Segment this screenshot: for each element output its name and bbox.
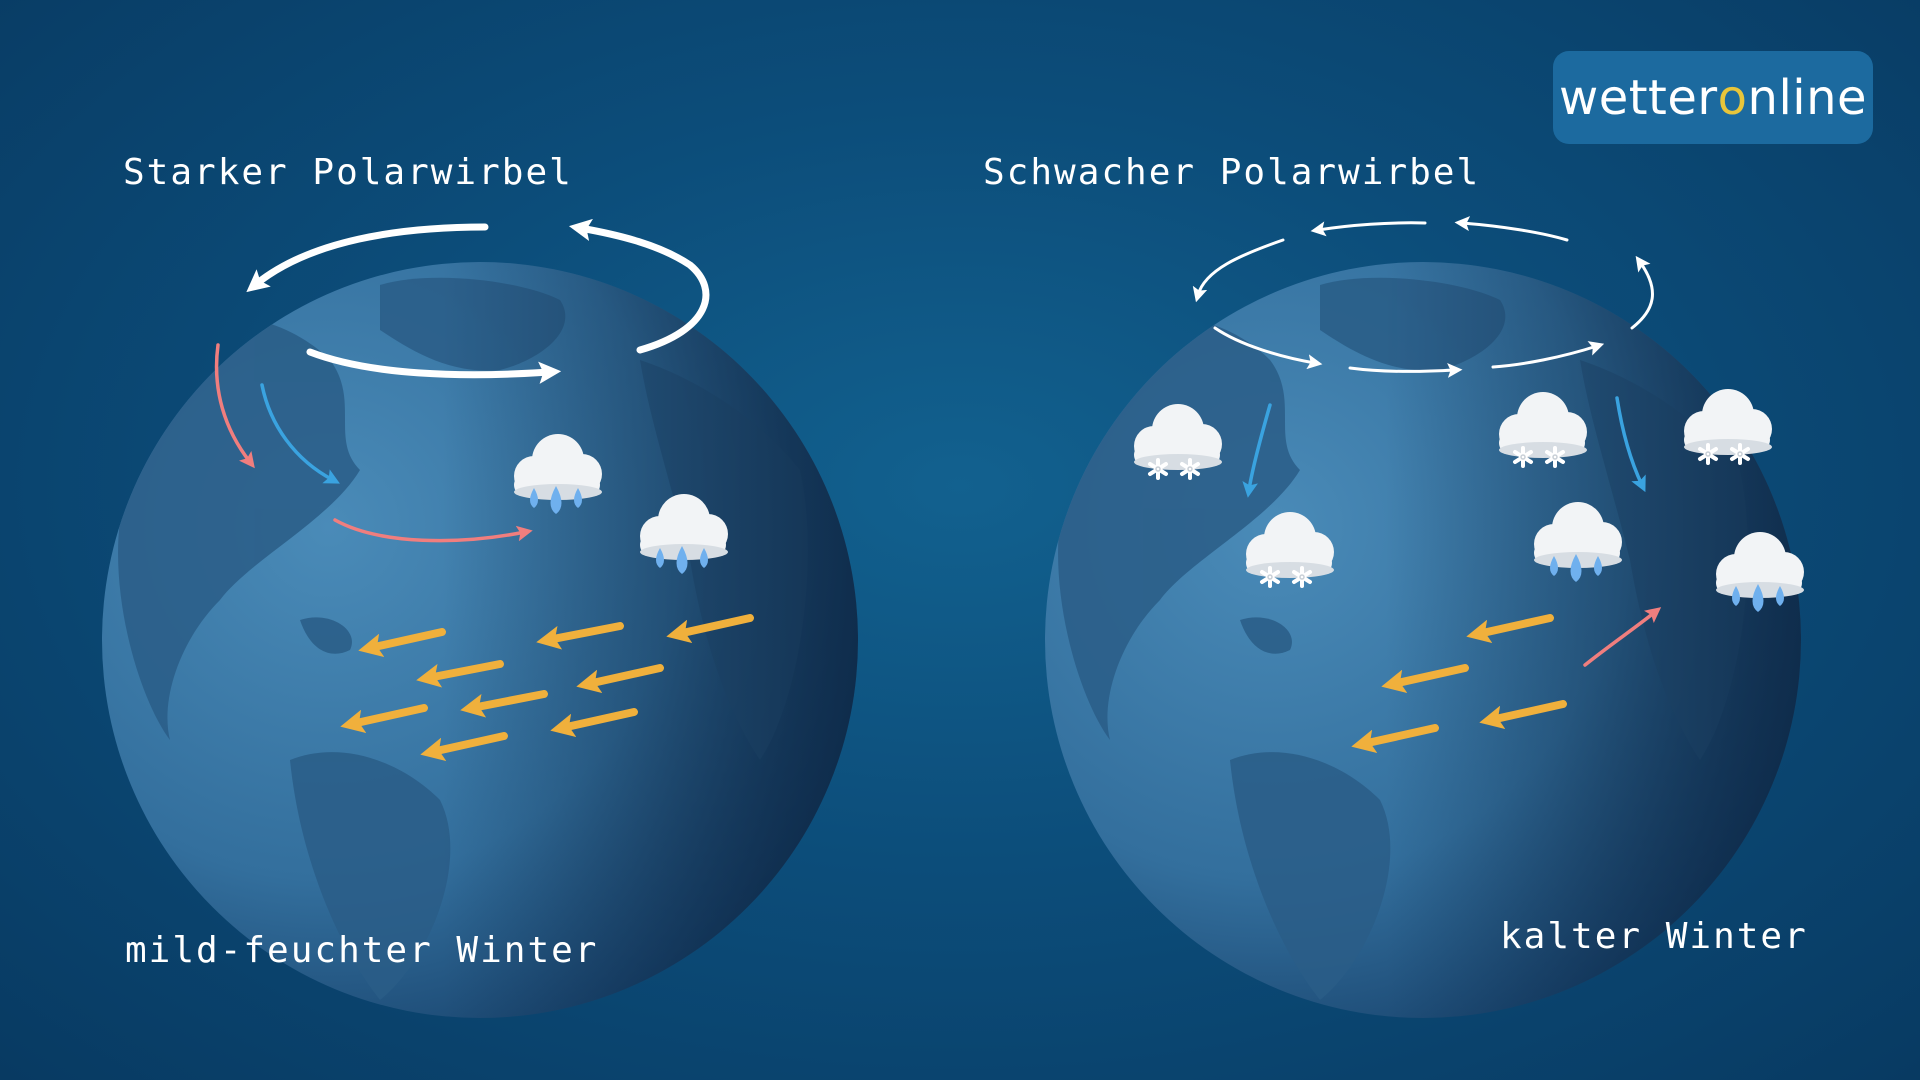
wind-arrow bbox=[1479, 700, 1567, 730]
strong-vortex-arrows bbox=[246, 218, 710, 384]
brand-text-end: nline bbox=[1747, 69, 1868, 126]
wind-arrow bbox=[550, 708, 638, 738]
warm-air-arrow bbox=[1583, 607, 1662, 667]
brand-text-start: wetter bbox=[1558, 69, 1718, 126]
vortex-arrow bbox=[1348, 362, 1463, 378]
left-wind-arrows bbox=[340, 614, 754, 762]
wind-arrow bbox=[1381, 664, 1469, 694]
left-title: Starker Polarwirbel bbox=[123, 152, 573, 193]
vortex-arrow bbox=[1213, 326, 1323, 370]
right-globe bbox=[1045, 262, 1801, 1018]
vortex-arrow bbox=[1454, 216, 1569, 242]
cold-air-arrow bbox=[1615, 396, 1646, 493]
vortex-arrow bbox=[246, 223, 489, 293]
brand-text-highlight: o bbox=[1717, 69, 1748, 126]
wind-arrow bbox=[666, 614, 754, 644]
wind-arrow bbox=[536, 622, 624, 650]
vortex-arrow bbox=[1491, 341, 1605, 369]
wind-arrow bbox=[340, 704, 428, 734]
right-air-flows bbox=[1242, 396, 1662, 667]
right-wind-arrows bbox=[1351, 614, 1567, 754]
wind-arrow bbox=[1466, 614, 1554, 644]
wind-arrow bbox=[358, 628, 446, 658]
vortex-arrow bbox=[1310, 221, 1427, 237]
cold-air-arrow bbox=[1242, 403, 1272, 498]
wind-arrow bbox=[416, 660, 504, 688]
vortex-arrow bbox=[568, 218, 710, 354]
warm-air-arrow bbox=[214, 343, 255, 469]
left-caption: mild-feuchter Winter bbox=[125, 930, 599, 971]
vortex-arrow bbox=[1630, 255, 1654, 330]
weak-vortex-arrows bbox=[1192, 216, 1654, 378]
vortex-arrow bbox=[306, 348, 562, 384]
wind-arrow bbox=[1351, 724, 1439, 754]
right-caption: kalter Winter bbox=[1500, 916, 1808, 957]
left-air-flows bbox=[214, 343, 533, 543]
warm-air-arrow bbox=[333, 518, 533, 543]
cold-air-arrow bbox=[260, 383, 340, 484]
wind-arrow bbox=[420, 732, 508, 762]
right-title: Schwacher Polarwirbel bbox=[983, 152, 1481, 193]
left-globe bbox=[102, 262, 858, 1018]
wind-arrow bbox=[576, 664, 664, 694]
vortex-arrow bbox=[1192, 238, 1285, 303]
wind-arrow bbox=[460, 690, 548, 718]
